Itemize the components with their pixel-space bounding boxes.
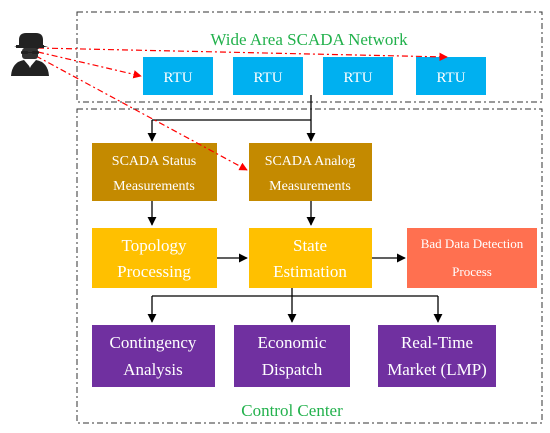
application-connectors <box>147 288 443 323</box>
economic-line-2: Dispatch <box>262 360 323 379</box>
market-line-1: Real-Time <box>401 333 473 352</box>
state-estimation-line-1: State <box>293 236 327 255</box>
contingency-line-2: Analysis <box>123 360 183 379</box>
scada-status-line-2: Measurements <box>113 179 195 194</box>
hacker-icon <box>11 33 49 76</box>
wan-region-label: Wide Area SCADA Network <box>210 30 408 49</box>
topology-line-2: Processing <box>117 262 191 281</box>
state-estimation-line-2: Estimation <box>273 262 347 281</box>
bad-data-line-1: Bad Data Detection <box>421 236 524 251</box>
economic-node: Economic Dispatch <box>234 325 350 387</box>
bad-data-line-2: Process <box>452 264 492 279</box>
contingency-line-1: Contingency <box>110 333 197 352</box>
scada-status-line-1: SCADA Status <box>112 154 196 169</box>
scada-analog-line-2: Measurements <box>269 179 351 194</box>
state-estimation-node: State Estimation <box>249 228 372 288</box>
scada-analog-node: SCADA Analog Measurements <box>249 143 372 201</box>
rtu-2-label: RTU <box>253 70 282 86</box>
attack-line-to-rtu-1 <box>37 51 142 79</box>
scada-status-node: SCADA Status Measurements <box>92 143 217 201</box>
topology-line-1: Topology <box>122 236 187 255</box>
topology-node: Topology Processing <box>92 228 217 288</box>
attack-lines <box>35 47 448 171</box>
attack-line-to-scada-analog <box>35 55 248 171</box>
rtu-1: RTU <box>143 57 213 95</box>
rtu-3: RTU <box>323 57 393 95</box>
bad-data-node: Bad Data Detection Process <box>407 228 537 288</box>
rtu-4: RTU <box>416 57 486 95</box>
market-line-2: Market (LMP) <box>387 360 487 379</box>
rtu-3-label: RTU <box>343 70 372 86</box>
measurement-to-processing-arrows <box>147 201 316 226</box>
rtu-1-label: RTU <box>163 70 192 86</box>
rtu-4-label: RTU <box>436 70 465 86</box>
scada-analog-line-1: SCADA Analog <box>265 154 356 169</box>
market-node: Real-Time Market (LMP) <box>378 325 496 387</box>
control-center-region-label: Control Center <box>241 401 343 420</box>
rtu-to-scada-connectors <box>147 95 316 142</box>
contingency-node: Contingency Analysis <box>92 325 215 387</box>
rtu-2: RTU <box>233 57 303 95</box>
control-center-region <box>76 108 543 424</box>
attack-line-to-rtu-4 <box>37 47 448 62</box>
economic-line-1: Economic <box>258 333 327 352</box>
wan-region <box>76 11 543 103</box>
